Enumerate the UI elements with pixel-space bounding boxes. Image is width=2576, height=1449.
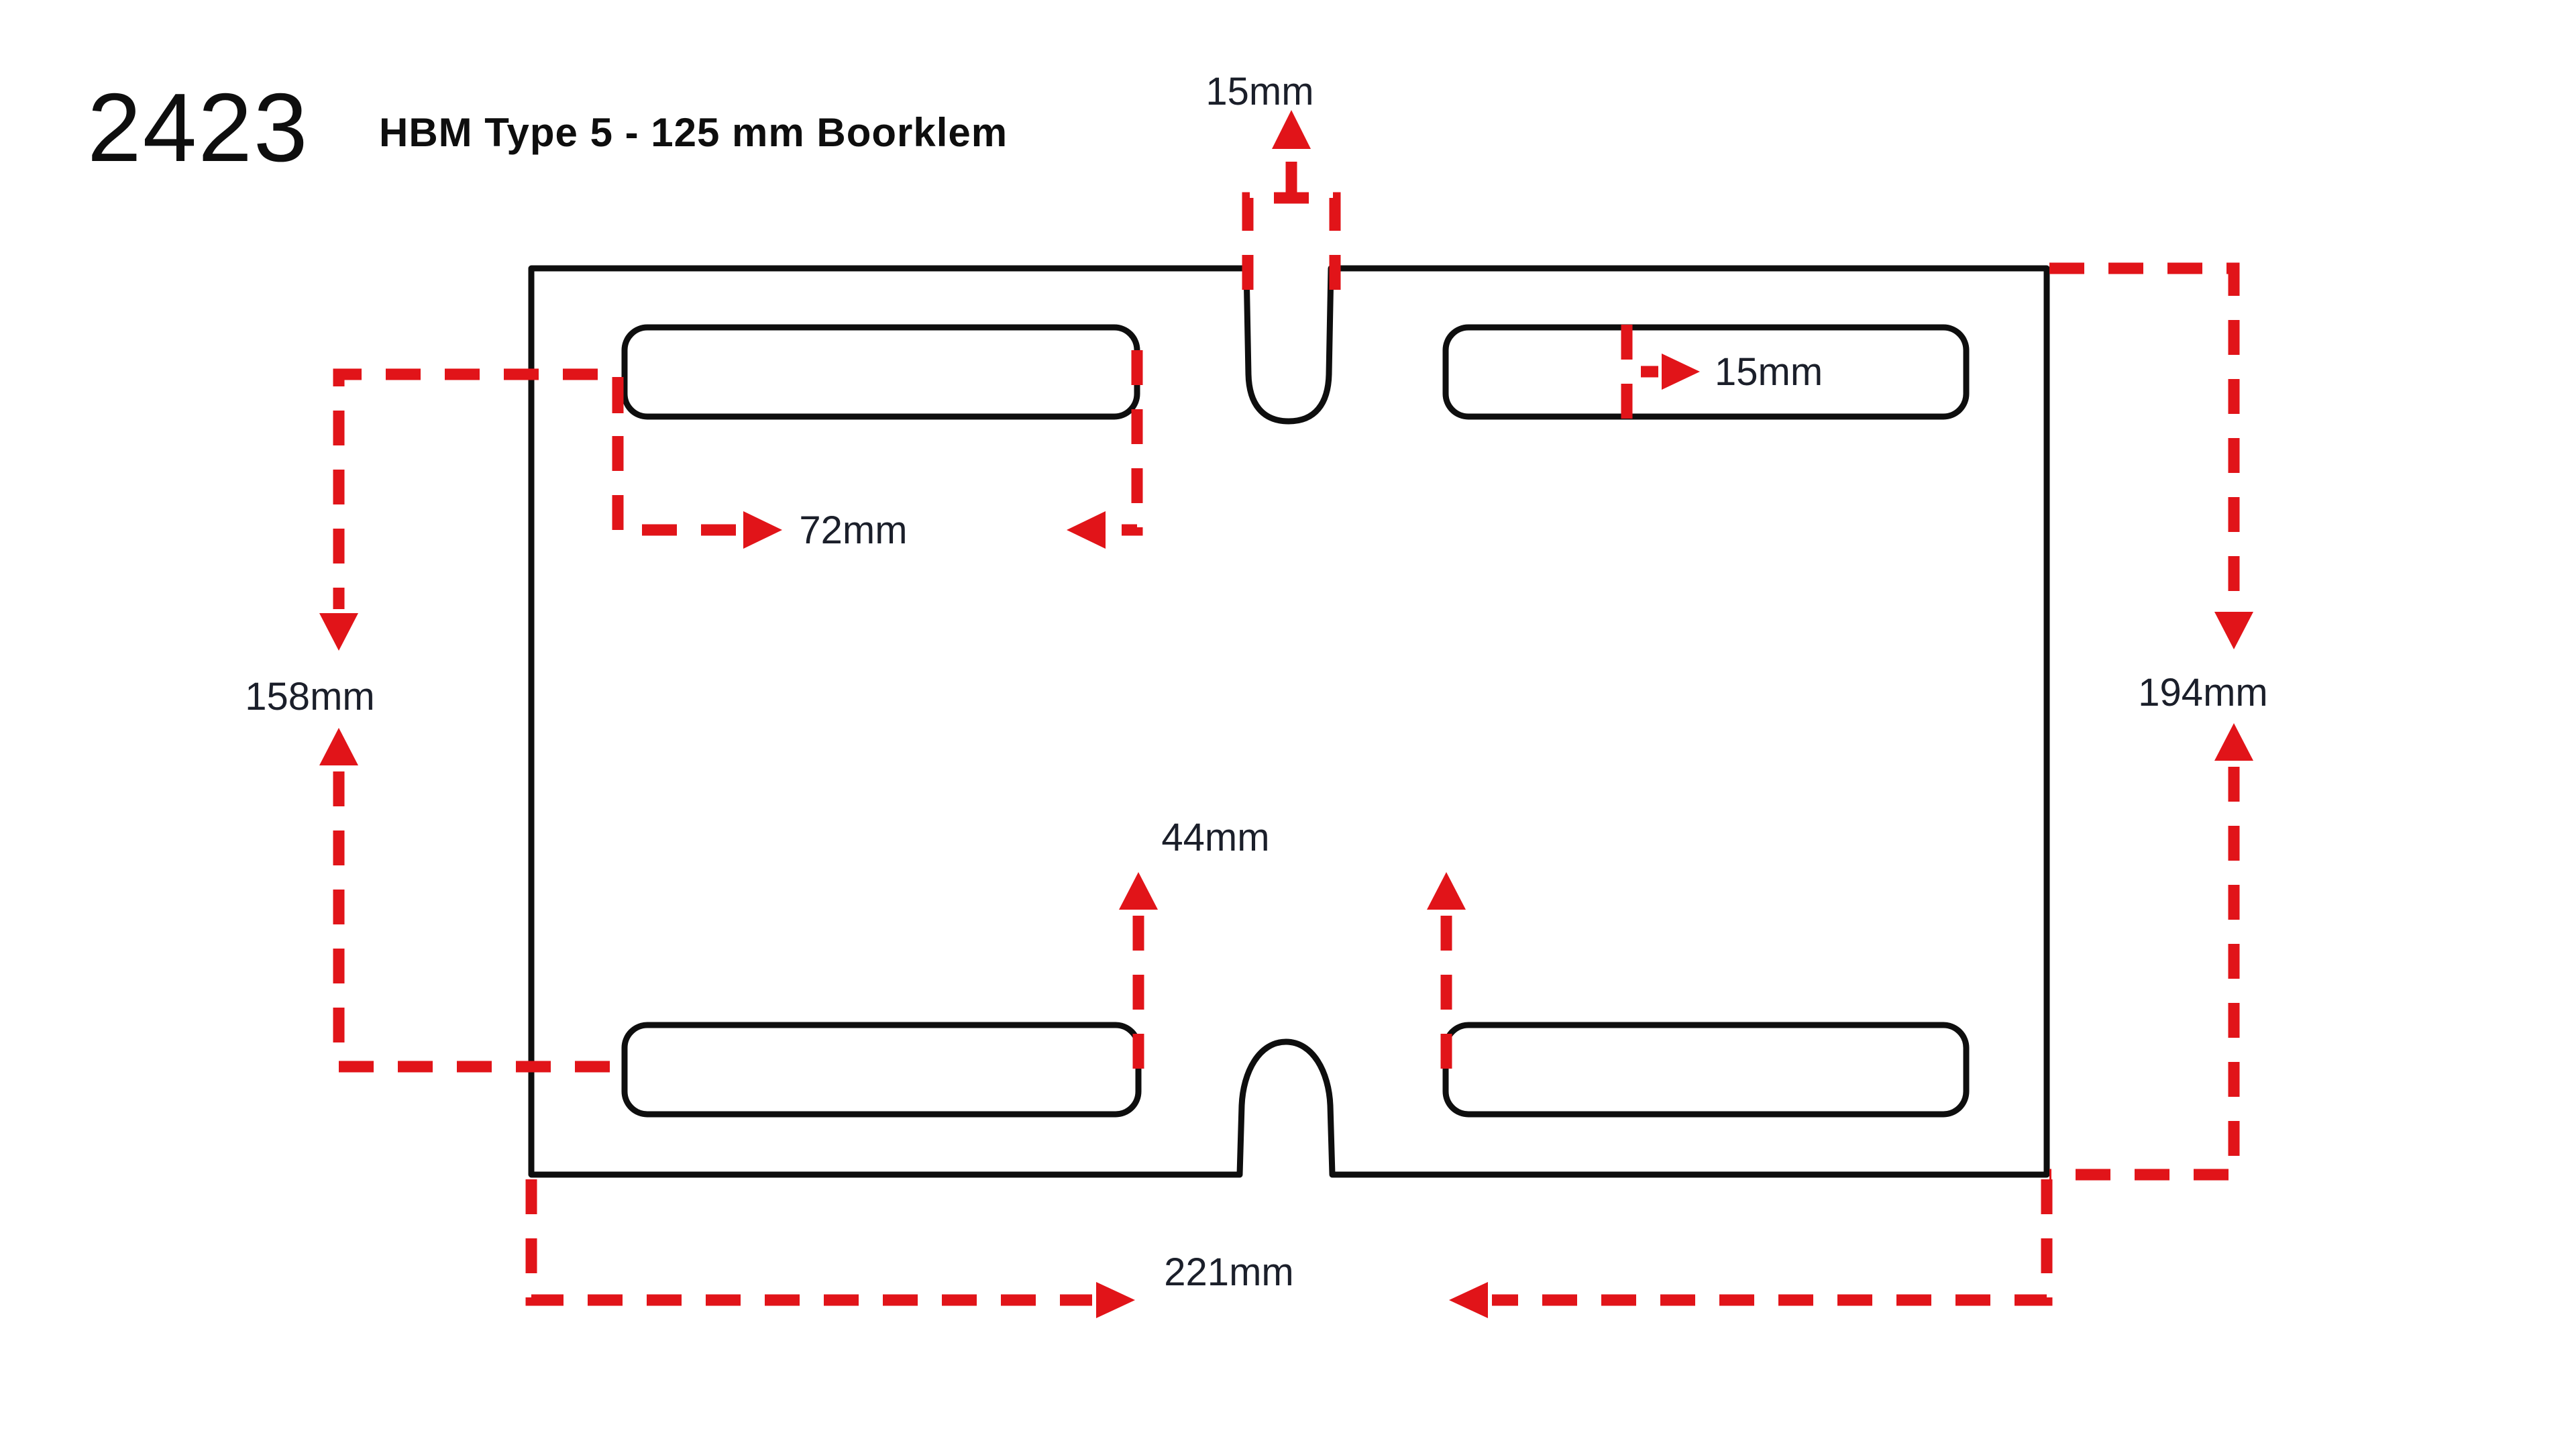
dim-left-span-arrow-down-icon	[319, 613, 358, 651]
dim-slot-length: 72mm	[612, 350, 1143, 552]
dim-bottom-span-left-line	[525, 1179, 1092, 1306]
dim-top-notch-label: 15mm	[1205, 70, 1313, 113]
plate-outline	[528, 265, 2050, 1178]
dim-right-span: 194mm	[2049, 262, 2268, 1181]
dim-slot-length-arrow-left-icon	[1067, 511, 1106, 549]
dim-top-notch: 15mm	[1205, 70, 1341, 290]
dim-left-span-bottom-line	[333, 771, 621, 1073]
slot-bottom-right	[1442, 1022, 1970, 1118]
dim-right-span-bottom-line	[2049, 767, 2240, 1181]
dim-bottom-span: 221mm	[525, 1179, 2053, 1318]
slot-bottom-left	[621, 1022, 1142, 1118]
dim-slot-length-label: 72mm	[799, 508, 907, 552]
dim-right-span-arrow-up-icon	[2214, 723, 2253, 761]
dim-right-span-top-line	[2049, 262, 2240, 609]
dim-slot-length-right-bracket	[1122, 350, 1143, 536]
dim-left-span-arrow-up-icon	[319, 728, 358, 765]
dim-slot-height-arrow-right-icon	[1662, 354, 1700, 390]
slot-top-right	[1442, 324, 1970, 420]
dim-right-span-label: 194mm	[2138, 671, 2267, 714]
dim-left-span-top-line	[333, 368, 624, 609]
dim-center-gap: 44mm	[1119, 816, 1466, 1073]
dim-bottom-span-right-line	[1492, 1179, 2053, 1306]
dim-center-gap-right-arrow-up-icon	[1427, 872, 1466, 910]
dim-slot-length-arrow-right-icon	[743, 511, 782, 549]
dim-center-gap-left-arrow-up-icon	[1119, 872, 1158, 910]
dim-slot-length-left-bracket	[612, 377, 737, 536]
dim-center-gap-label: 44mm	[1161, 816, 1269, 859]
dim-right-span-arrow-down-icon	[2214, 612, 2253, 649]
dim-bottom-span-arrow-right-icon	[1096, 1282, 1135, 1318]
dim-left-span: 158mm	[245, 368, 624, 1073]
dim-left-span-label: 158mm	[245, 675, 374, 718]
dim-slot-height: 15mm	[1621, 325, 1823, 437]
slot-top-left	[621, 324, 1140, 420]
part-number: 2423	[87, 73, 309, 182]
dim-top-notch-arrow-up-icon	[1272, 110, 1311, 149]
dim-top-notch-bracket	[1242, 192, 1341, 290]
dim-bottom-span-label: 221mm	[1164, 1250, 1293, 1294]
dim-bottom-span-arrow-left-icon	[1449, 1282, 1488, 1318]
part-title: HBM Type 5 - 125 mm Boorklem	[379, 110, 1008, 155]
dim-slot-height-label: 15mm	[1715, 350, 1823, 394]
